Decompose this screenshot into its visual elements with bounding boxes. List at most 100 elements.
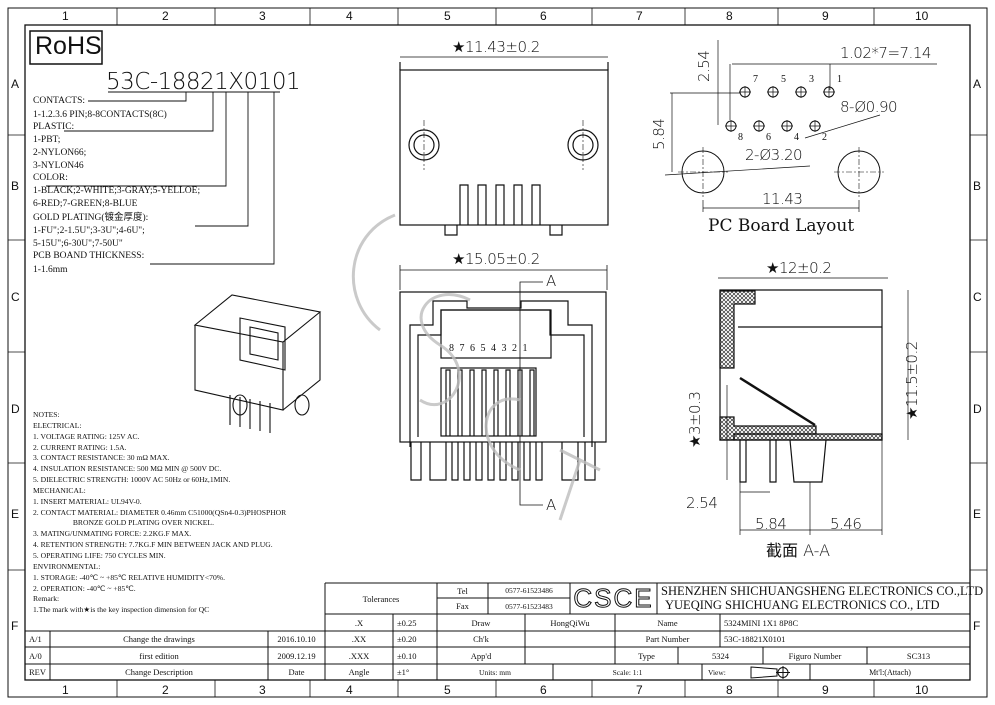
grid-col: 10 [915,9,929,23]
units: Units: mm [479,667,511,677]
rev-header-date: Date [288,667,305,677]
ordering-line: 1-PBT; [33,134,61,145]
title-block-lines [25,582,970,680]
grid-col: 5 [444,683,451,697]
note-line: Remark: [33,594,60,604]
grid-row: E [973,507,982,521]
note-line: 2. CONTACT MATERIAL: DIAMETER 0.46mm C51… [33,507,287,517]
offset-dim: 5.84 [650,118,668,150]
rev-desc: Change the drawings [123,634,195,644]
note-line: NOTES: [33,410,60,419]
ordering-line: PCB BOAND THICKNESS: [33,250,145,261]
note-line: 3. MATING/UNMATING FORCE: 2.2KG.F MAX. [33,529,192,539]
grid-col: 6 [540,9,547,23]
pin-label: 2 [822,132,827,143]
height-dim: ★11.5±0.2 [903,341,921,420]
front-view-width-dim: ★15.05±0.2 [452,250,540,268]
grid-col: 8 [726,683,733,697]
type-value: 5324 [712,650,729,661]
pin-length-dim: ★3±0.3 [686,391,704,448]
grid-row: C [973,290,982,304]
dim-b: 5.46 [830,515,862,533]
tolerance-value: ±0.20 [397,634,417,644]
grid-col: 1 [62,683,69,697]
ordering-line: GOLD PLATING(镀金厚度): [33,212,149,223]
draw-label: Draw [471,617,491,628]
grid-row: D [973,402,982,416]
pin-numbers: 8 7 6 5 4 3 2 1 [449,343,529,354]
watermark [351,213,601,521]
draw-value: HongQiWu [550,617,590,628]
tel-label: Tel [457,585,468,596]
part-number-label: Part Number [645,634,690,644]
rev-header: REV [29,667,46,677]
part-code: 53C-18821X0101 [106,69,301,95]
note-line: BRONZE GOLD PLATING OVER NICKEL. [33,518,214,528]
note-line: 1.The mark with★is the key inspection di… [33,605,210,615]
approved-label: App'd [470,650,492,661]
company-name-1: SHENZHEN SHICHUANGSHENG ELECTRONICS CO.,… [661,584,984,598]
ordering-line: 6-RED;7-GREEN;8-BLUE [33,199,138,210]
ordering-line: 1-1.6mm [33,264,68,275]
note-line: 4. INSULATION RESISTANCE: 500 MΩ MIN @ 5… [33,464,222,474]
grid-row: E [11,507,20,521]
name-value: 5324MINI 1X1 8P8C [724,617,799,628]
tolerance-value: ±1° [397,667,410,677]
note-line: ENVIRONMENTAL: [33,561,101,571]
grid-col: 9 [822,9,829,23]
note-line: ELECTRICAL: [33,420,82,430]
tolerance-value: ±0.10 [397,650,417,661]
note-line: 2. CURRENT RATING: 1.5A. [33,442,127,452]
hole-dim: 8-Ø0.90 [840,98,898,116]
ordering-line: 1-FU";2-1.5U";3-3U";4-6U"; [33,225,145,236]
figure-number-value: SC313 [906,650,931,661]
rev-id: A/0 [29,650,42,661]
part-number-value: 53C-18821X0101 [724,634,786,644]
pitch-dim: 1.02*7=7.14 [840,44,931,62]
grid-col: 7 [636,9,643,23]
tolerance-key: .XX [351,634,367,644]
company-name-2: YUEQING SHICHUANG ELECTRONICS CO., LTD [665,598,940,612]
top-view-width-dim: ★11.43±0.2 [452,38,540,56]
tolerance-key: .X [354,617,364,628]
pin-label: 1 [837,74,842,85]
part-code-leaders [46,91,280,265]
grid-row: F [11,619,19,633]
tolerances-label: Tolerances [362,593,400,604]
rev-date: 2009.12.19 [277,650,316,661]
material: Mt'l:(Attach) [869,667,911,677]
rev-date: 2016.10.10 [277,634,316,644]
note-line: 1. INSERT MATERIAL: UL94V-0. [33,496,142,506]
grid-col: 10 [915,683,929,697]
rev-id: A/1 [29,634,42,644]
check-label: Ch'k [473,634,489,644]
grid-ticks [8,8,987,697]
projection-symbol-icon [750,666,790,679]
tel-value: 0577-61523486 [505,586,553,595]
grid-col: 7 [636,683,643,697]
rev-desc: first edition [139,650,179,661]
note-line: 5. DIELECTRIC STRENGTH: 1000V AC 50Hz or… [33,475,231,485]
ordering-info: CONTACTS: 1-1.2.3.6 PIN;8-8CONTACTS(8C) … [33,96,200,276]
pin-label: 4 [794,132,799,143]
tolerance-key: .XXX [348,650,370,661]
csce-logo: CSCE [573,583,654,614]
section-title: 截面 A-A [766,541,831,560]
tolerance-key: Angle [348,667,370,677]
pin-label: 3 [809,74,814,85]
rev-header-desc: Change Description [125,667,193,677]
rohs-box [29,30,103,65]
ordering-line: COLOR: [33,172,68,183]
grid-col: 3 [259,683,266,697]
section-mark-top: A [546,272,556,290]
pin-label: 7 [753,74,758,85]
top-view [399,56,609,236]
note-line: 1. STORAGE: -40℃ ~ +85℃ RELATIVE HUMIDIT… [33,572,225,582]
ordering-line: 2-NYLON66; [33,148,87,159]
ordering-line: CONTACTS: [33,96,86,106]
tolerance-value: ±0.25 [397,617,417,628]
ordering-line: 1-BLACK;2-WHITE;3-GRAY;5-YELLOE; [33,186,201,197]
grid-row: A [973,77,982,91]
pcb-layout-title: PC Board Layout [708,216,855,236]
